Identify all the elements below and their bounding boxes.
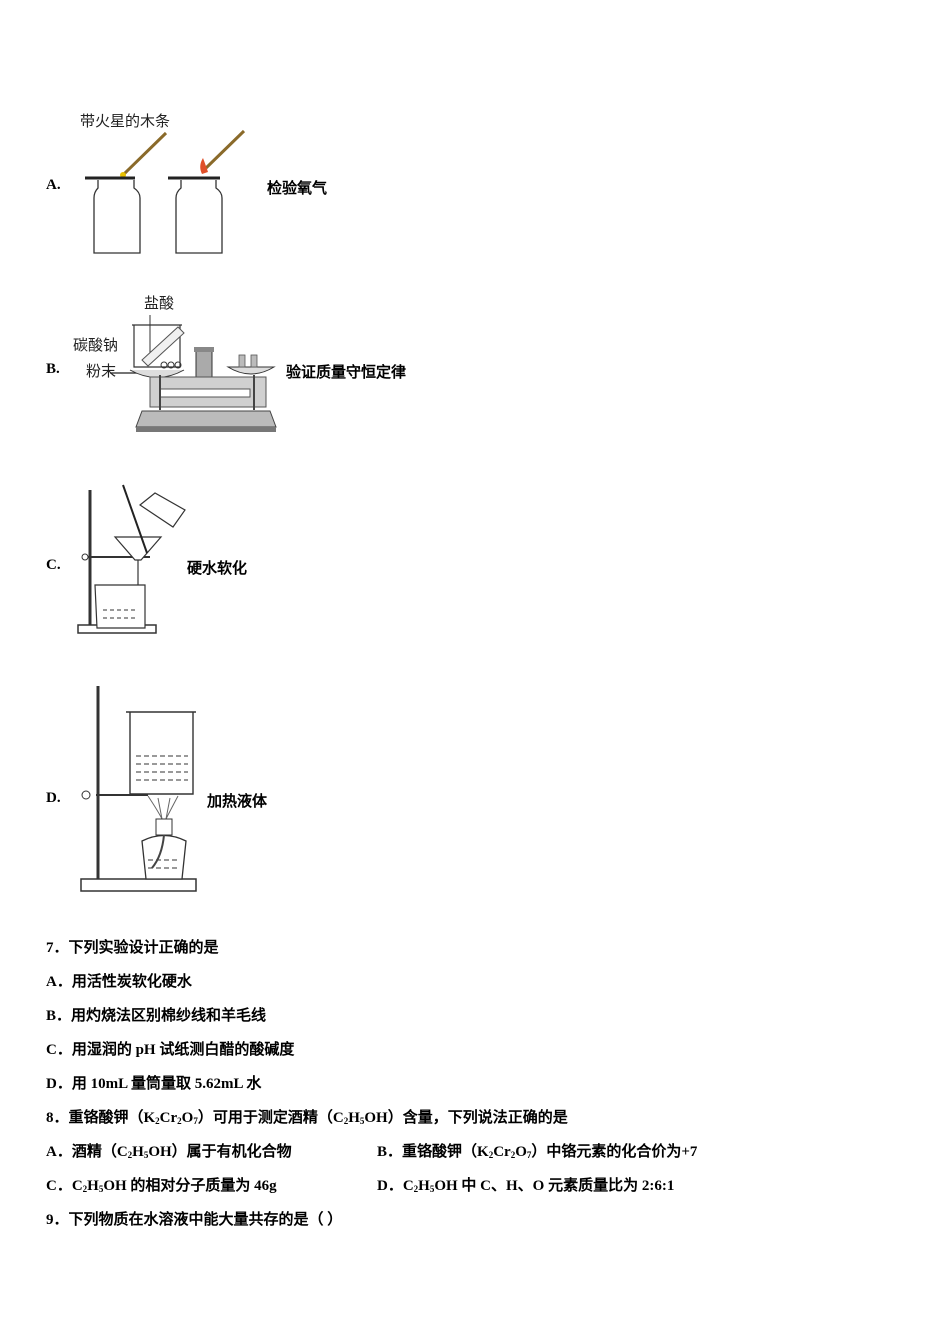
- option-a-caption: 检验氧气: [267, 179, 328, 197]
- question-7-option-b: B．用灼烧法区别棉纱线和羊毛线: [46, 1008, 267, 1024]
- balance-diagram: [110, 315, 277, 432]
- question-7-option-c: C．用湿润的 pH 试纸测白醋的酸碱度: [46, 1042, 295, 1058]
- sodium-carbonate-label: 碳酸钠: [73, 336, 119, 354]
- question-7-option-a: A．用活性炭软化硬水: [46, 974, 192, 990]
- question-8-stem: 8．重铬酸钾（K2Cr2O7）可用于测定酒精（C2H5OH）含量，下列说法正确的…: [46, 1110, 568, 1126]
- oxygen-test-diagram: [85, 129, 246, 254]
- heating-liquid-diagram: [80, 686, 197, 892]
- question-8-option-b: B．重铬酸钾（K2Cr2O7）中铬元素的化合价为+7: [377, 1144, 698, 1160]
- option-a-letter: A.: [46, 177, 61, 193]
- question-7-option-d: D．用 10mL 量筒量取 5.62mL 水: [46, 1076, 262, 1092]
- option-c-letter: C.: [46, 557, 61, 573]
- option-c-caption: 硬水软化: [187, 559, 248, 577]
- question-8-option-d: D．C2H5OH 中 C、H、O 元素质量比为 2:6:1: [377, 1178, 675, 1194]
- powder-label: 粉末: [86, 362, 117, 380]
- option-b-letter: B.: [46, 361, 60, 377]
- question-7-stem: 7．下列实验设计正确的是: [46, 940, 219, 956]
- question-9-stem: 9．下列物质在水溶液中能大量共存的是（ ）: [46, 1212, 343, 1228]
- question-8-option-c: C．C2H5OH 的相对分子质量为 46g: [46, 1178, 277, 1194]
- hcl-label: 盐酸: [144, 294, 175, 312]
- filtration-diagram: [77, 484, 186, 634]
- option-d-caption: 加热液体: [207, 792, 268, 810]
- option-b-caption: 验证质量守恒定律: [286, 363, 407, 381]
- question-8-option-a: A．酒精（C2H5OH）属于有机化合物: [46, 1144, 292, 1160]
- splint-label: 带火星的木条: [80, 112, 171, 130]
- option-d-letter: D.: [46, 790, 61, 806]
